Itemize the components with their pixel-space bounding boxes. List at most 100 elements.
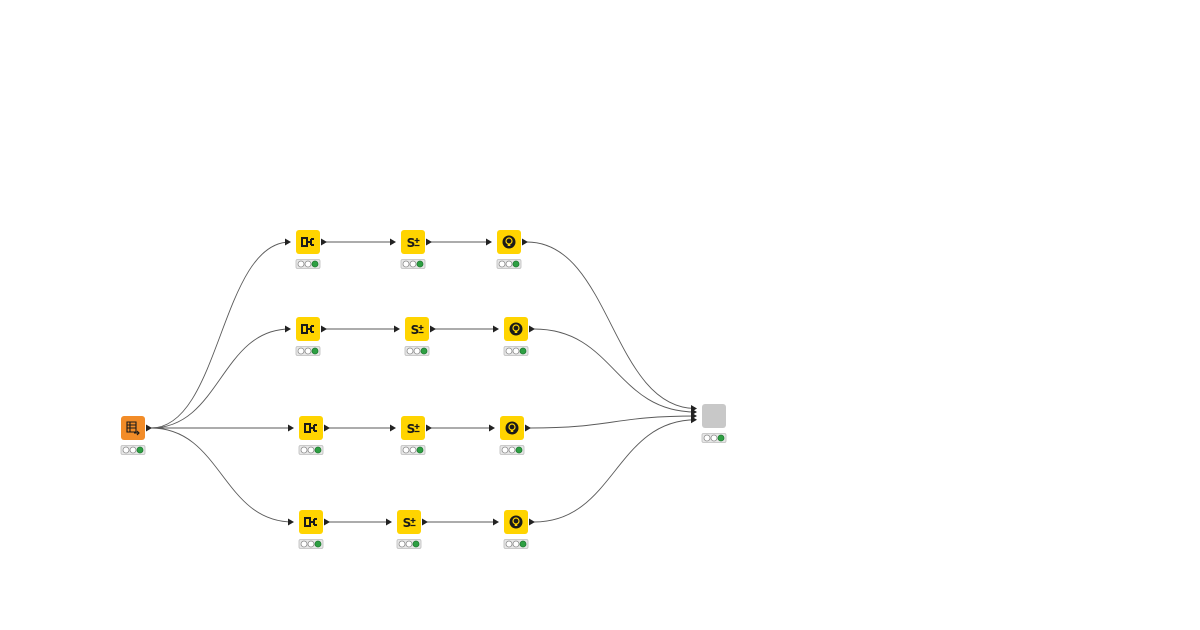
status-light-red (505, 347, 513, 355)
status-light-red (297, 260, 305, 268)
s-plus-icon: S (407, 422, 420, 436)
bulb-icon (502, 235, 516, 249)
output-port-icon[interactable] (525, 424, 531, 432)
input-port-arrow-icon (288, 518, 294, 526)
status-light-green (416, 446, 424, 454)
output-port-icon[interactable] (324, 518, 330, 526)
status-light-yellow (512, 540, 520, 548)
status-light-red (498, 260, 506, 268)
output-port-icon[interactable] (146, 424, 152, 432)
node-status-indicator (295, 346, 321, 356)
nodes-layer: S S S S (120, 230, 727, 549)
s-plus-icon: S (411, 323, 424, 337)
status-light-green (314, 446, 322, 454)
status-light-red (300, 540, 308, 548)
partition-icon (301, 324, 314, 334)
status-light-yellow (413, 347, 421, 355)
status-light-green (311, 347, 319, 355)
node-x3[interactable] (499, 416, 531, 455)
node-status-indicator (503, 346, 529, 356)
node-status-indicator (298, 445, 324, 455)
node-p2[interactable] (295, 317, 327, 356)
status-light-red (122, 446, 130, 454)
status-light-yellow (409, 446, 417, 454)
connection-source-p1[interactable] (150, 241, 291, 429)
status-light-green (136, 446, 144, 454)
status-light-green (512, 260, 520, 268)
status-light-red (402, 446, 410, 454)
connection-source-p4[interactable] (150, 427, 294, 523)
output-port-icon[interactable] (321, 238, 327, 246)
status-light-green (519, 540, 527, 548)
connections-layer (150, 238, 697, 526)
s-plus-icon: S (407, 236, 420, 250)
input-port-arrow-icon (493, 518, 499, 526)
connection-x1-sink[interactable] (526, 241, 697, 410)
node-status-indicator (120, 445, 146, 455)
input-port-arrow-icon (285, 238, 291, 246)
node-x4[interactable] (503, 510, 535, 549)
connection-source-p2[interactable] (150, 328, 291, 429)
status-light-red (297, 347, 305, 355)
status-light-green (420, 347, 428, 355)
node-p3[interactable] (298, 416, 330, 455)
output-port-icon[interactable] (529, 518, 535, 526)
bulb-icon (509, 322, 523, 336)
svg-text:S: S (407, 422, 416, 436)
node-body-l4[interactable] (397, 510, 421, 534)
status-light-green (412, 540, 420, 548)
status-light-red (300, 446, 308, 454)
status-light-green (515, 446, 523, 454)
status-light-green (416, 260, 424, 268)
connection-x3-sink[interactable] (529, 415, 697, 429)
status-light-yellow (307, 540, 315, 548)
node-status-indicator (400, 259, 426, 269)
node-status-indicator (298, 539, 324, 549)
node-x1[interactable] (496, 230, 528, 269)
input-port-arrow-icon (691, 416, 697, 424)
node-p1[interactable] (295, 230, 327, 269)
node-l3[interactable]: S (400, 416, 432, 455)
output-port-icon[interactable] (324, 424, 330, 432)
output-port-icon[interactable] (426, 238, 432, 246)
node-body-l2[interactable] (405, 317, 429, 341)
node-l4[interactable]: S (396, 510, 428, 549)
node-body-l1[interactable] (401, 230, 425, 254)
status-light-yellow (304, 347, 312, 355)
svg-text:S: S (403, 516, 412, 530)
node-status-indicator (499, 445, 525, 455)
node-status-indicator (503, 539, 529, 549)
node-l1[interactable]: S (400, 230, 432, 269)
s-plus-icon: S (403, 516, 416, 530)
node-p4[interactable] (298, 510, 330, 549)
bulb-icon (509, 515, 523, 529)
status-light-yellow (512, 347, 520, 355)
node-x2[interactable] (503, 317, 535, 356)
status-light-yellow (505, 260, 513, 268)
output-port-icon[interactable] (430, 325, 436, 333)
status-light-yellow (304, 260, 312, 268)
status-light-green (519, 347, 527, 355)
connection-x4-sink[interactable] (533, 419, 697, 523)
node-status-indicator (295, 259, 321, 269)
input-port-arrow-icon (390, 238, 396, 246)
output-port-icon[interactable] (422, 518, 428, 526)
partition-icon (301, 237, 314, 247)
status-light-yellow (129, 446, 137, 454)
output-port-icon[interactable] (321, 325, 327, 333)
connection-x2-sink[interactable] (533, 328, 697, 413)
node-sink[interactable] (701, 404, 727, 443)
node-body-sink[interactable] (702, 404, 726, 428)
node-body-l3[interactable] (401, 416, 425, 440)
status-light-red (501, 446, 509, 454)
output-port-icon[interactable] (426, 424, 432, 432)
status-light-red (398, 540, 406, 548)
status-light-red (402, 260, 410, 268)
input-port-arrow-icon (486, 238, 492, 246)
node-source[interactable] (120, 416, 152, 455)
status-light-green (311, 260, 319, 268)
output-port-icon[interactable] (529, 325, 535, 333)
output-port-icon[interactable] (522, 238, 528, 246)
node-l2[interactable]: S (404, 317, 436, 356)
